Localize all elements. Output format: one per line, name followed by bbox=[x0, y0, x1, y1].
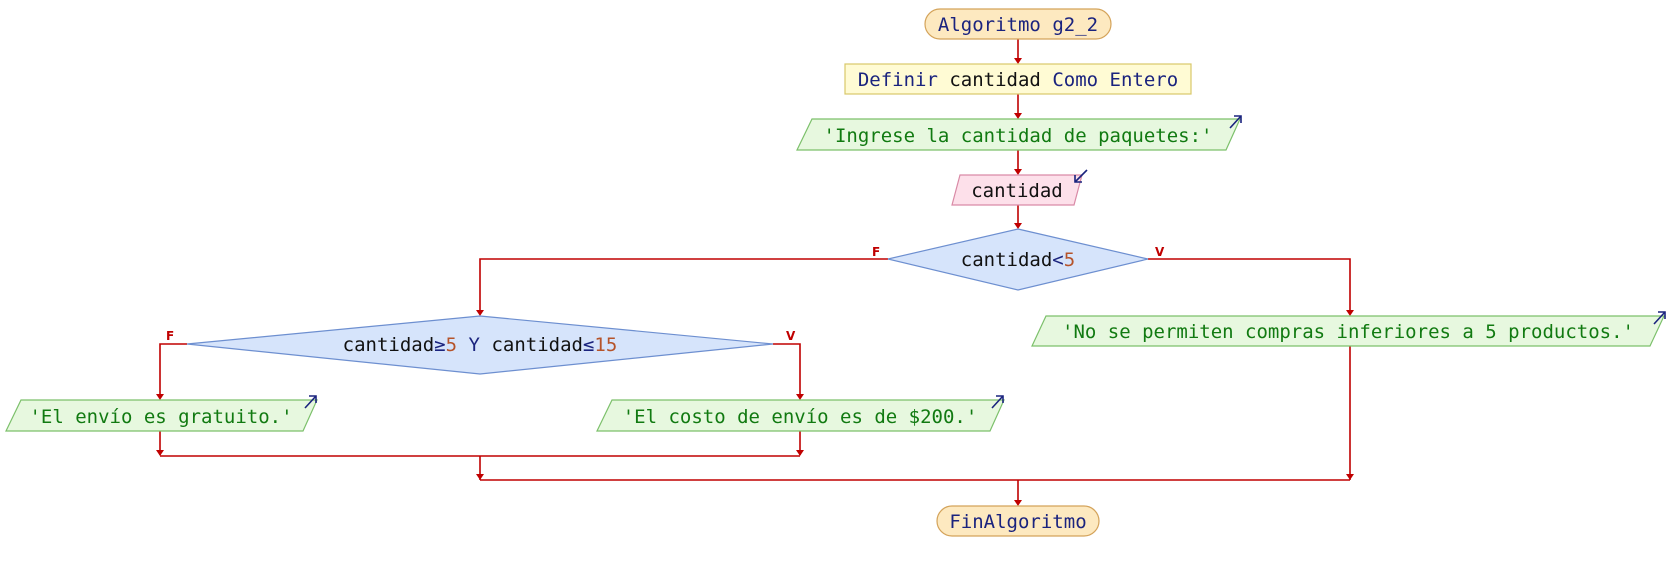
edge-decision2-false bbox=[159, 343, 187, 394]
arrowhead bbox=[1014, 223, 1022, 229]
edge-decision1-false bbox=[479, 258, 888, 310]
define-como: Como bbox=[1052, 69, 1098, 91]
arrowhead bbox=[476, 474, 484, 480]
define-type: Entero bbox=[1110, 69, 1179, 91]
arrowhead bbox=[1014, 58, 1022, 64]
decision2-operator-2: ≤ bbox=[583, 334, 594, 356]
arrowhead bbox=[1346, 474, 1354, 480]
read-variable: cantidad bbox=[971, 180, 1063, 202]
end-node[interactable]: FinAlgoritmo bbox=[936, 505, 1100, 537]
decision2-conjunction: Y bbox=[469, 334, 481, 356]
arrowhead bbox=[796, 394, 804, 400]
decision2-operator-1: ≥ bbox=[434, 334, 445, 356]
decision2-number-2: 15 bbox=[594, 334, 617, 356]
decision1-condition: cantidad<5 bbox=[961, 249, 1075, 271]
decision2-condition: cantidad≥5 Y cantidad≤15 bbox=[343, 334, 618, 356]
decision2-node[interactable]: cantidad≥5 Y cantidad≤15 bbox=[186, 315, 774, 375]
shipping-cost-output-node[interactable]: 'El costo de envío es de $200.' bbox=[596, 395, 1005, 432]
define-variable: cantidad bbox=[949, 69, 1041, 91]
free-shipping-text: 'El envío es gratuito.' bbox=[29, 406, 292, 428]
define-keyword: Definir bbox=[858, 69, 938, 91]
output-arrow-icon bbox=[1653, 311, 1666, 325]
decision1-variable: cantidad bbox=[961, 249, 1053, 271]
edges bbox=[156, 39, 1354, 506]
define-text: Definir cantidad Como Entero bbox=[858, 69, 1178, 91]
arrowhead bbox=[476, 310, 484, 316]
decision2-true-label: V bbox=[786, 329, 796, 343]
decision1-node[interactable]: cantidad<5 bbox=[887, 228, 1149, 291]
define-node[interactable]: Definir cantidad Como Entero bbox=[844, 63, 1192, 95]
minimum-purchase-text: 'No se permiten compras inferiores a 5 p… bbox=[1062, 321, 1634, 343]
prompt-output-node[interactable]: 'Ingrese la cantidad de paquetes:' bbox=[796, 115, 1242, 151]
end-text: FinAlgoritmo bbox=[949, 511, 1086, 533]
prompt-text: 'Ingrese la cantidad de paquetes:' bbox=[824, 125, 1213, 147]
decision2-variable-1: cantidad bbox=[343, 334, 435, 356]
edge-decision2-true bbox=[773, 343, 801, 394]
decision1-true-label: V bbox=[1155, 245, 1165, 259]
output-arrow-icon bbox=[991, 395, 1004, 409]
start-text: Algoritmo g2_2 bbox=[938, 14, 1098, 36]
edge-decision1-true bbox=[1148, 258, 1351, 310]
decision1-false-label: F bbox=[872, 245, 880, 259]
decision2-false-label: F bbox=[166, 329, 174, 343]
arrowhead bbox=[156, 394, 164, 400]
input-arrow-icon bbox=[1074, 169, 1088, 183]
start-algorithm-name: g2_2 bbox=[1052, 14, 1098, 36]
arrowhead bbox=[1014, 500, 1022, 506]
arrowhead bbox=[1014, 113, 1022, 119]
decision2-variable-2: cantidad bbox=[491, 334, 583, 356]
start-keyword: Algoritmo bbox=[938, 14, 1041, 36]
arrowhead bbox=[796, 450, 804, 456]
arrowhead bbox=[1014, 169, 1022, 175]
free-shipping-output-node[interactable]: 'El envío es gratuito.' bbox=[5, 395, 318, 432]
decision2-number-1: 5 bbox=[446, 334, 457, 356]
start-node[interactable]: Algoritmo g2_2 bbox=[924, 8, 1112, 40]
output-arrow-icon bbox=[304, 395, 317, 409]
arrowhead bbox=[1346, 310, 1354, 316]
decision1-operator: < bbox=[1052, 249, 1063, 271]
read-input-node[interactable]: cantidad bbox=[951, 169, 1088, 206]
decision1-number: 5 bbox=[1064, 249, 1075, 271]
arrowhead bbox=[156, 450, 164, 456]
output-arrow-icon bbox=[1229, 115, 1242, 129]
shipping-cost-text: 'El costo de envío es de $200.' bbox=[623, 406, 978, 428]
minimum-purchase-output-node[interactable]: 'No se permiten compras inferiores a 5 p… bbox=[1031, 311, 1666, 347]
